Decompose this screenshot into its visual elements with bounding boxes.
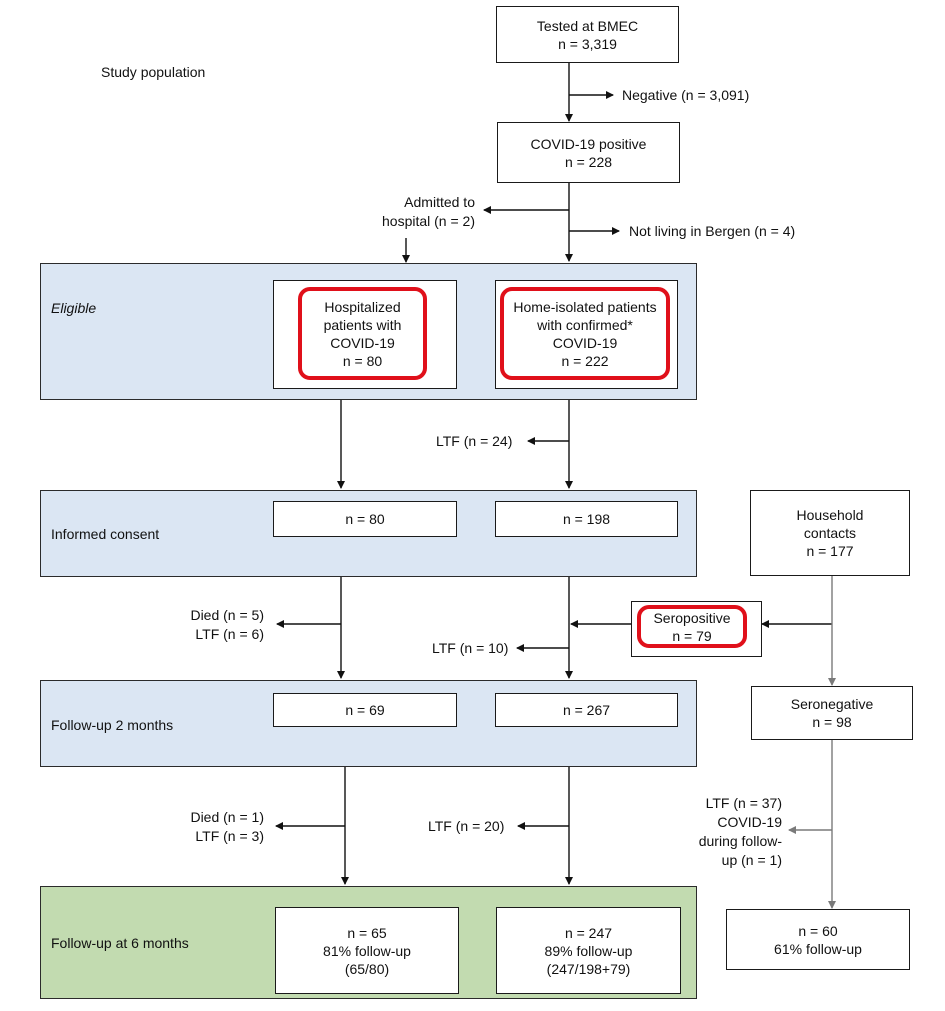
- up-n1: up (n = 1): [721, 852, 782, 868]
- covid-positive-box: COVID-19 positive n = 228: [497, 122, 680, 183]
- hospitalized-line2: patients with: [323, 316, 402, 333]
- ltf-24-label: LTF (n = 24): [436, 433, 513, 449]
- during-followup: during follow-: [698, 833, 782, 849]
- followup6-household-count: n = 60: [798, 922, 838, 939]
- not-living-label: Not living in Bergen (n = 4): [629, 223, 796, 239]
- died-ltf-2m-left-label: Died (n = 1) LTF (n = 3): [160, 808, 264, 846]
- hospitalized-box: Hospitalized patients with COVID-19 n = …: [298, 287, 427, 380]
- ltf-6: LTF (n = 6): [195, 626, 264, 642]
- seronegative-title: Seronegative: [790, 696, 874, 712]
- eligible-label: Eligible: [51, 300, 97, 316]
- followup6-household-box: n = 60 61% follow-up: [726, 909, 910, 970]
- followup2-left-box: n = 69: [273, 693, 457, 727]
- household-line1: Household: [796, 507, 864, 523]
- covid-positive-title: COVID-19 positive: [530, 135, 647, 152]
- followup-6m-label: Follow-up at 6 months: [51, 935, 189, 951]
- home-isolated-count: n = 222: [561, 352, 609, 369]
- followup6-mid-count: n = 247: [564, 924, 613, 941]
- negative-label: Negative (n = 3,091): [622, 87, 750, 103]
- consent-right-box: n = 198: [495, 501, 678, 537]
- covid-during: COVID-19: [717, 814, 782, 830]
- ltf-10-label: LTF (n = 10): [432, 640, 509, 656]
- followup2-right-count: n = 267: [562, 702, 611, 718]
- followup6-mid-pct: 89% follow-up: [544, 942, 633, 959]
- household-line2: contacts: [803, 525, 857, 541]
- study-population-label: Study population: [101, 64, 206, 80]
- home-isolated-box: Home-isolated patients with confirmed* C…: [500, 287, 670, 380]
- followup-2m-label: Follow-up 2 months: [51, 717, 174, 733]
- household-contacts-box: Household contacts n = 177: [750, 490, 910, 576]
- seropositive-count: n = 79: [672, 627, 712, 644]
- died-1: Died (n = 1): [190, 809, 264, 825]
- followup6-left-ratio: (65/80): [344, 960, 390, 977]
- informed-consent-label: Informed consent: [51, 526, 160, 542]
- seropositive-title: Seropositive: [653, 609, 731, 626]
- home-isolated-line2: with confirmed*: [537, 316, 633, 333]
- seropositive-box: Seropositive n = 79: [637, 605, 747, 648]
- followup6-mid-ratio: (247/198+79): [546, 960, 631, 977]
- followup2-left-count: n = 69: [345, 702, 385, 718]
- consent-left-box: n = 80: [273, 501, 457, 537]
- household-ltf-note: LTF (n = 37) COVID-19 during follow- up …: [660, 794, 782, 870]
- seronegative-count: n = 98: [812, 714, 852, 730]
- consent-right-count: n = 198: [562, 511, 611, 527]
- home-isolated-line3: COVID-19: [552, 334, 618, 351]
- household-count: n = 177: [806, 543, 854, 559]
- followup2-right-box: n = 267: [495, 693, 678, 727]
- died-ltf-left-label: Died (n = 5) LTF (n = 6): [160, 606, 264, 644]
- followup6-left-box: n = 65 81% follow-up (65/80): [275, 907, 459, 994]
- seronegative-box: Seronegative n = 98: [751, 686, 913, 740]
- tested-count: n = 3,319: [558, 35, 617, 52]
- followup6-left-count: n = 65: [347, 924, 387, 941]
- tested-title: Tested at BMEC: [536, 17, 639, 34]
- hospitalized-line3: COVID-19: [330, 334, 395, 351]
- followup6-mid-box: n = 247 89% follow-up (247/198+79): [496, 907, 681, 994]
- ltf-3: LTF (n = 3): [195, 828, 264, 844]
- followup6-left-pct: 81% follow-up: [323, 942, 411, 959]
- home-isolated-line1: Home-isolated patients: [513, 298, 657, 315]
- followup6-household-pct: 61% follow-up: [774, 940, 862, 957]
- admitted-label: Admitted to hospital (n = 2): [340, 193, 475, 231]
- hospitalized-count: n = 80: [342, 352, 383, 369]
- covid-positive-count: n = 228: [564, 153, 613, 170]
- ltf-20-label: LTF (n = 20): [428, 818, 505, 834]
- died-5: Died (n = 5): [190, 607, 264, 623]
- hospitalized-line1: Hospitalized: [324, 298, 401, 315]
- admitted-line1: Admitted to: [404, 194, 475, 210]
- ltf-37: LTF (n = 37): [705, 795, 782, 811]
- tested-box: Tested at BMEC n = 3,319: [496, 6, 679, 63]
- admitted-line2: hospital (n = 2): [382, 213, 475, 229]
- consent-left-count: n = 80: [345, 511, 385, 527]
